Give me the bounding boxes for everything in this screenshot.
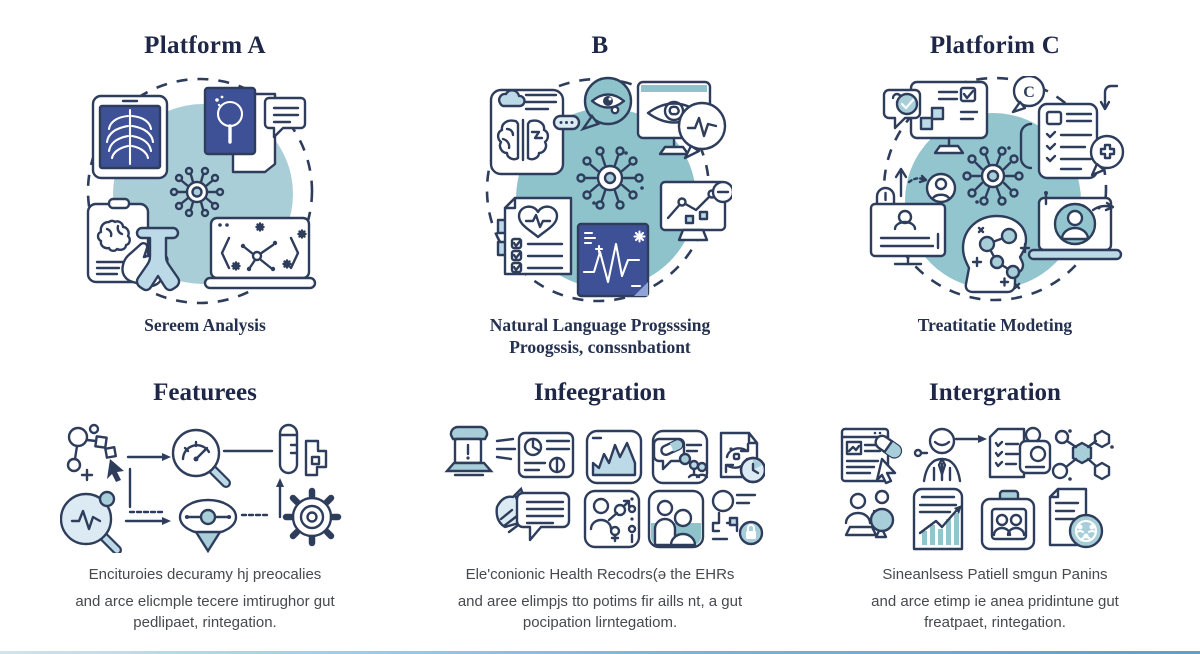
document-badge-icon [988, 426, 1052, 479]
flow-up-arrow-icon [240, 478, 284, 519]
stethoscope-wishbone-icon [135, 226, 181, 292]
letter-bubble-icon: C [1011, 74, 1046, 114]
neural-network-hub-icon [576, 146, 644, 210]
body-text-a: Encituroies decuramy hj preocalies and a… [75, 566, 335, 631]
teal-blob [905, 113, 1081, 289]
integration-icons-c [830, 423, 1160, 553]
eye-speech-bubble-icon [579, 76, 633, 132]
bottom-accent-bar [0, 651, 1200, 654]
test-tube-icon [278, 423, 328, 477]
flow-arrow-icon [126, 453, 171, 509]
dashed-circle [882, 76, 1108, 302]
ecg-bubble-icon [677, 101, 727, 160]
medical-cross-bubble-icon [1089, 134, 1125, 177]
column-b: B [405, 0, 795, 654]
heart-checklist-icon [496, 196, 573, 276]
org-chart-lock-icon [711, 489, 764, 546]
clipboard-report-icon [1019, 102, 1099, 180]
flow-arrow2-icon [124, 510, 171, 525]
eye-monitor-icon [636, 80, 712, 156]
check-bubble-icon [882, 88, 922, 130]
ecg-magnifier-icon [60, 490, 122, 553]
people-card-icon [647, 489, 705, 549]
hook-arrow-icon [1099, 84, 1119, 111]
section-title-a: Featurees [153, 379, 257, 406]
section-title-c: Intergration [929, 379, 1061, 406]
head-molecule-icon [961, 214, 1031, 294]
bubble-letter: C [1023, 84, 1035, 101]
person-circle-icon [925, 172, 957, 204]
illustration-b [468, 76, 735, 311]
sync-clock-document-icon [719, 431, 765, 484]
column-b-title: B [591, 32, 609, 59]
pie-report-card-icon [517, 431, 575, 479]
virus-molecule-icon [169, 166, 225, 218]
illustration-caption-c: Treatitatie Modeting [917, 315, 1073, 335]
avatar-monitor-icon [869, 202, 947, 266]
section-title-b: Infeegration [534, 379, 666, 406]
xray-ribcage-tablet-icon [91, 94, 169, 180]
laptop-decision-tree-icon [203, 216, 317, 290]
document-group-icon [1048, 487, 1104, 549]
checklist-monitor-icon [909, 80, 989, 155]
area-chart-icon [585, 429, 643, 485]
integration-icons-b [435, 423, 765, 553]
people-balloon-icon [844, 489, 895, 539]
gear-icon [282, 487, 342, 547]
column-a-title: Platform A [144, 32, 266, 59]
brain-document-icon [489, 88, 565, 176]
projector-icon [444, 425, 517, 477]
dashed-circle [86, 77, 314, 305]
illustration-platform-a [73, 76, 337, 311]
neural-network-hub-icon [962, 146, 1024, 206]
medication-bubble-icon [651, 429, 709, 485]
person-gender-symbols-icon [583, 489, 641, 549]
id-badge-people-icon [980, 489, 1036, 551]
chart-monitor-icon [659, 180, 735, 242]
column-c-title: Platforim C [929, 32, 1061, 59]
illustration-platform-c: C [863, 74, 1127, 311]
illustration-caption-a: Sereem Analysis [144, 315, 266, 335]
dots-bubble-icon [552, 114, 581, 131]
magnifier-gauge-icon [171, 428, 231, 488]
body-text-c: Sineanlsess Patiell smgun Panins and arc… [871, 566, 1119, 631]
molecule-structure-icon [66, 423, 124, 482]
speech-bubble-icon [263, 96, 307, 139]
avatar-laptop-icon [1027, 191, 1123, 261]
up-arrow-icon [894, 167, 928, 198]
ecg-chart-card-icon [576, 222, 650, 298]
person-arrow-icon [913, 427, 987, 483]
bar-chart-document-icon [912, 487, 964, 551]
column-platform-c: Platforim C [800, 0, 1190, 654]
column-platform-a: Platform A [10, 0, 400, 654]
feature-icons-a [60, 423, 350, 553]
body-text-b: Ele'conionic Health Recodrs(ə the EHRs a… [457, 566, 743, 631]
webpage-pill-icon [840, 427, 903, 485]
oval-location-node-icon [178, 498, 238, 553]
molecule-network-icon [1051, 429, 1114, 481]
sketch-speech-bubble-icon [495, 486, 571, 542]
